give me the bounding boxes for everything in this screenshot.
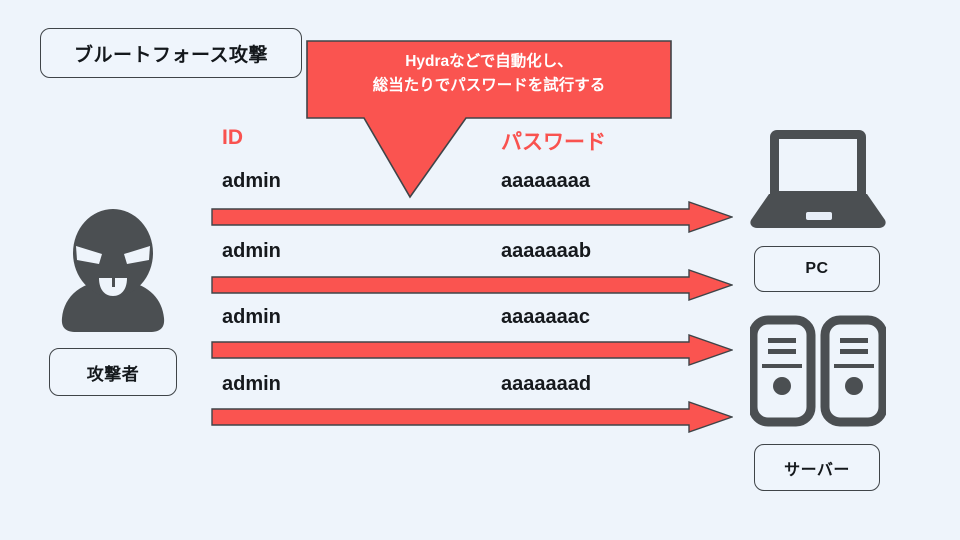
table-row-id-1: admin	[222, 170, 281, 192]
attempt-arrow-1	[211, 201, 733, 233]
table-row-id-2: admin	[222, 240, 281, 262]
laptop-icon	[750, 130, 886, 228]
attacker-label: 攻撃者	[86, 364, 140, 384]
pc-label: PC	[805, 260, 829, 277]
server-label: サーバー	[784, 461, 850, 479]
callout-shape	[306, 40, 672, 199]
table-row-password-2: aaaaaaab	[501, 240, 592, 262]
title-label: ブルートフォース攻撃	[73, 44, 269, 66]
attempt-arrow-3	[211, 334, 733, 366]
table-row-id-3: admin	[222, 306, 281, 328]
attempt-arrow-2	[211, 269, 733, 301]
table-row-password-4: aaaaaaad	[501, 373, 592, 395]
server-label-box: サーバー	[754, 444, 880, 491]
masked-attacker-icon	[61, 209, 165, 332]
table-row-password-1: aaaaaaaa	[501, 170, 590, 192]
column-header-id: ID	[222, 126, 243, 149]
callout-balloon: Hydraなどで自動化し、 総当たりでパスワードを試行する	[306, 40, 672, 202]
attacker-label-box: 攻撃者	[49, 348, 177, 396]
attempt-arrow-4	[211, 401, 733, 433]
table-row-password-3: aaaaaaac	[501, 306, 590, 328]
column-header-password: パスワード	[501, 131, 606, 154]
server-icon	[750, 315, 886, 427]
pc-label-box: PC	[754, 246, 880, 292]
table-row-id-4: admin	[222, 373, 281, 395]
title-box: ブルートフォース攻撃	[40, 28, 302, 78]
